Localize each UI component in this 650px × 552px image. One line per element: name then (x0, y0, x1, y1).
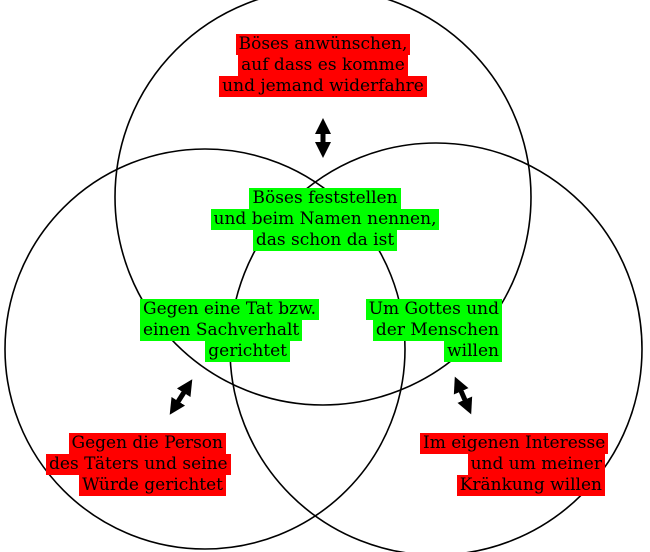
label-line: Würde gerichtet (79, 475, 226, 496)
label-line: Gegen die Person (68, 433, 226, 454)
label-line: des Täters und seine (46, 454, 231, 475)
label-line: gerichtet (205, 341, 290, 362)
label-line: einen Sachverhalt (140, 320, 303, 341)
double-headed-arrow-icon (453, 376, 473, 415)
top-circle (114, 0, 532, 406)
label-line: Gegen eine Tat bzw. (140, 299, 320, 320)
label-top: Böses anwünschen, auf dass es komme und … (205, 34, 441, 97)
label-line: das schon da ist (252, 230, 398, 251)
label-line: Böses feststellen (249, 188, 401, 209)
label-line: Um Gottes und (365, 299, 502, 320)
label-line: und beim Namen nennen, (210, 209, 440, 230)
label-bottom-left: Gegen die Person des Täters und seine Wü… (46, 433, 231, 496)
label-line: Kränkung willen (456, 475, 605, 496)
label-bottom-right: Im eigenen Interesse und um meiner Kränk… (420, 433, 609, 496)
label-left-inner: Gegen eine Tat bzw. einen Sachverhalt ge… (140, 299, 320, 362)
label-line: und jemand widerfahre (219, 76, 427, 97)
label-line: Böses anwünschen, (235, 34, 411, 55)
label-line: willen (444, 341, 502, 362)
label-right-inner: Um Gottes und der Menschen willen (352, 299, 502, 362)
double-headed-arrow-icon (169, 379, 193, 415)
label-center: Böses feststellen und beim Namen nennen,… (200, 188, 450, 251)
label-line: auf dass es komme (238, 55, 408, 76)
label-line: der Menschen (372, 320, 502, 341)
left-circle (4, 148, 406, 550)
label-line: Im eigenen Interesse (420, 433, 609, 454)
label-line: und um meiner (467, 454, 605, 475)
